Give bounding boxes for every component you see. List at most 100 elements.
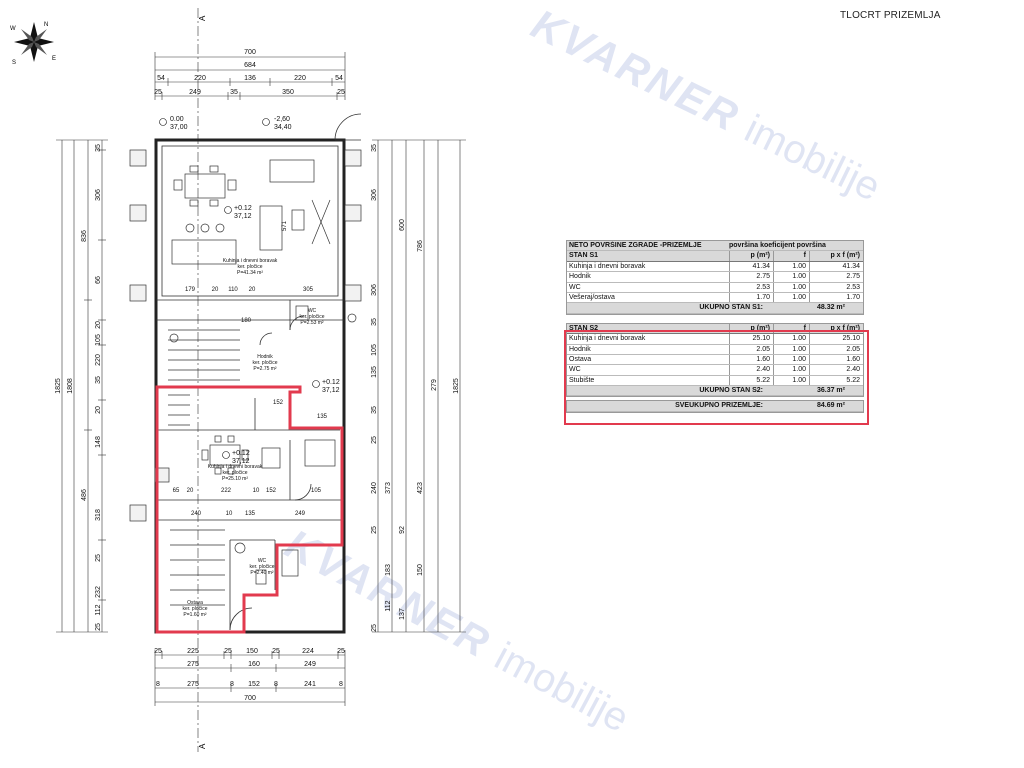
- row-p: 5.22: [729, 375, 773, 386]
- section-mark-top: A: [198, 15, 207, 21]
- dim-bot-c3: 8: [230, 681, 234, 688]
- dim-right-16: 92: [399, 526, 406, 534]
- dim-right-22: 25: [371, 624, 378, 632]
- dim-left-1: 1825: [55, 378, 62, 394]
- dim-left-9: 220: [95, 354, 102, 366]
- row-name: Hodnik: [569, 273, 591, 281]
- row-f: 1.00: [773, 365, 809, 375]
- dim-top-b1: 25: [154, 89, 162, 96]
- dim-left-8: 105: [95, 334, 102, 346]
- section-name-s2: STAN S2: [569, 324, 599, 332]
- dim-right-14: 279: [431, 379, 438, 391]
- section-header-s1: STAN S1 p (m²) f p x f (m²): [567, 251, 863, 262]
- table-row: Vešeraj/ostava 1.70 1.00 1.70: [567, 292, 863, 304]
- table-row: Ostava 1.60 1.00 1.60: [567, 354, 863, 366]
- dim-int-1: 179: [185, 287, 196, 293]
- dim-int-2: 20: [212, 287, 219, 293]
- row-pf: 1.60: [809, 354, 863, 365]
- dim-right-18: 183: [385, 564, 392, 576]
- dim-left-18: 25: [95, 623, 102, 631]
- col-pf-s1: p x f (m²): [809, 251, 863, 261]
- table-row: Hodnik 2.05 1.00 2.05: [567, 344, 863, 355]
- dim-bot-a7: 25: [337, 648, 345, 655]
- compass-w: W: [10, 26, 16, 32]
- col-p-s1: p (m²): [729, 251, 773, 261]
- dim-right-9: 35: [371, 406, 378, 414]
- table-row: Kuhinja i dnevni boravak 41.34 1.00 41.3…: [567, 261, 863, 273]
- level-3-sub: 37,12: [234, 213, 252, 220]
- dim-right-1: 35: [371, 144, 378, 152]
- dim-int-6: 180: [241, 318, 252, 324]
- total-row-s1: UKUPNO STAN S1: 48.32 m²: [567, 303, 863, 314]
- row-pf: 2.53: [809, 282, 863, 292]
- compass-e: E: [52, 56, 56, 62]
- col-f-s1: f: [773, 251, 809, 261]
- total-row-s2: UKUPNO STAN S2: 36.37 m²: [567, 386, 863, 397]
- dim-right-12: 373: [385, 482, 392, 494]
- dim-left-14: 318: [95, 509, 102, 521]
- row-pf: 1.70: [809, 292, 863, 303]
- dim-bot-a1: 25: [154, 648, 162, 655]
- room-2-floor: ker. pločice: [299, 314, 324, 320]
- compass-n: N: [44, 22, 48, 28]
- row-f: 1.00: [773, 344, 809, 354]
- row-p: 2.53: [729, 282, 773, 292]
- dim-right-4: 786: [417, 240, 424, 252]
- dim-int-8: 240: [191, 511, 202, 517]
- room-1-floor: ker. pločice: [237, 264, 262, 270]
- dim-int-16: 152: [266, 488, 277, 494]
- row-name: Ostava: [569, 355, 592, 363]
- row-name: Kuhinja i dnevni boravak: [569, 262, 646, 270]
- dim-int-5: 305: [303, 287, 314, 293]
- row-f: 1.00: [773, 272, 809, 282]
- dim-bot-c6: 241: [304, 681, 316, 688]
- dim-bot-a6: 224: [302, 648, 314, 655]
- dim-bot-a3: 25: [224, 648, 232, 655]
- dim-left-6: 66: [95, 276, 102, 284]
- level-2-value: -2,60: [274, 116, 290, 123]
- dim-right-2: 306: [371, 189, 378, 201]
- room-3-floor: ker. pločice: [252, 360, 277, 366]
- dim-int-14: 222: [221, 488, 232, 494]
- room-1-name: Kuhinja i dnevni boravak: [223, 258, 278, 264]
- row-p: 1.60: [729, 354, 773, 365]
- section-header-s2: STAN S2 p (m²) f p x f (m²): [567, 323, 863, 335]
- dim-int-17: 105: [311, 488, 322, 494]
- section-mark-bottom: A: [198, 743, 207, 749]
- dim-int-3: 110: [228, 287, 238, 293]
- row-name: WC: [569, 366, 581, 374]
- dim-int-15: 10: [253, 488, 260, 494]
- dim-bot-c5: 8: [274, 681, 278, 688]
- dim-left-17: 112: [95, 604, 102, 615]
- dim-right-10: 25: [371, 436, 378, 444]
- dim-int-11: 249: [295, 511, 306, 517]
- dim-top-b3: 35: [230, 89, 238, 96]
- row-p: 2.75: [729, 272, 773, 282]
- dim-left-11: 20: [95, 406, 102, 414]
- row-p: 1.70: [729, 292, 773, 303]
- apartment-s2-outline: [155, 385, 344, 634]
- room-2-area: P=2.53 m²: [300, 320, 324, 326]
- dim-left-12: 148: [95, 436, 102, 448]
- room-4-name: Kuhinja i dnevni boravak: [208, 464, 263, 470]
- dim-bot-c4: 152: [248, 681, 260, 688]
- grand-total-row: SVEUKUPNO PRIZEMLJE: 84.69 m²: [567, 401, 863, 412]
- dim-int-12: 65: [173, 488, 180, 494]
- dim-left-16: 232: [95, 586, 102, 598]
- row-p: 2.40: [729, 365, 773, 375]
- level-5-value: +0.12: [232, 450, 250, 457]
- table-row: WC 2.40 1.00 2.40: [567, 365, 863, 376]
- level-2-sub: 34,40: [274, 124, 292, 131]
- dim-right-8: 135: [371, 366, 378, 378]
- dim-left-15: 25: [95, 554, 102, 562]
- dim-bot-b1: 275: [187, 661, 199, 668]
- row-p: 2.05: [729, 344, 773, 354]
- dim-right-6: 35: [371, 318, 378, 326]
- dim-right-13: 423: [417, 482, 424, 494]
- area-table: NETO POVRŠINE ZGRADE -PRIZEMLJE površina…: [566, 240, 864, 413]
- total-value-s2: 36.37 m²: [816, 387, 845, 395]
- level-4-sub: 37,12: [322, 387, 340, 394]
- dim-int-19: 152: [273, 400, 284, 406]
- row-f: 1.00: [773, 292, 809, 303]
- sheet-title: TLOCRT PRIZEMLJA: [840, 10, 941, 21]
